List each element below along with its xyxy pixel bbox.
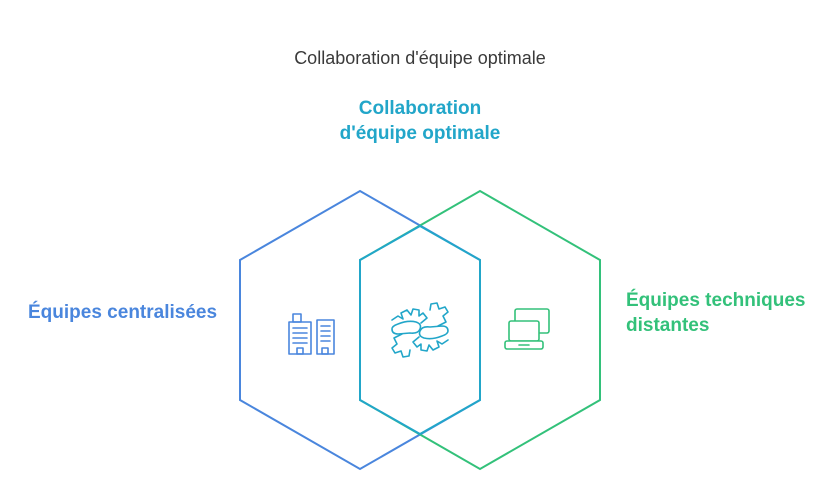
right-set-label-line2: distantes	[626, 315, 710, 336]
overlap-label-line2: d'équipe optimale	[339, 123, 501, 144]
page-title: Collaboration d'équipe optimale	[294, 48, 546, 68]
overlap-label-line1: Collaboration	[358, 98, 482, 119]
office-buildings-icon	[288, 313, 335, 355]
overlap-label: Collaboration d'équipe optimale	[270, 96, 570, 146]
handshake-icon	[391, 302, 449, 358]
right-set-label-line1: Équipes techniques	[626, 290, 806, 311]
overlap-region	[359, 224, 481, 436]
laptop-devices-icon	[504, 308, 550, 350]
right-set-label: Équipes techniques distantes	[626, 288, 826, 338]
left-set-label: Équipes centralisées	[28, 302, 218, 323]
